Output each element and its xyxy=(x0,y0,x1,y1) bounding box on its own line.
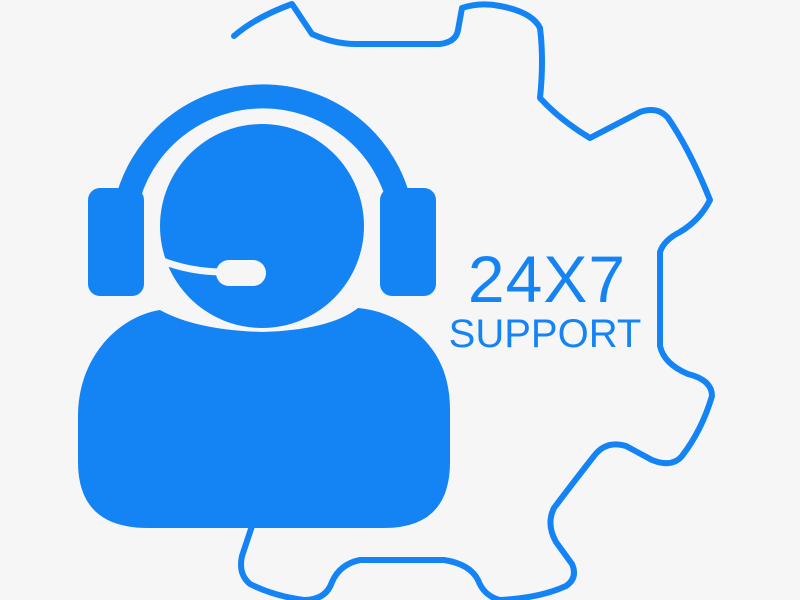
gear-icon xyxy=(231,1,715,600)
headset-left-earcup xyxy=(88,188,144,296)
customer-support-agent-icon xyxy=(78,124,450,528)
subline-label: SUPPORT xyxy=(448,312,642,356)
headline-label: 24X7 xyxy=(467,242,627,316)
agent-body xyxy=(78,308,450,528)
headset-band xyxy=(114,84,412,209)
headset-icon xyxy=(88,84,436,296)
agent-head xyxy=(160,124,364,328)
microphone-icon xyxy=(216,260,266,286)
headset-right-earcup xyxy=(380,188,436,296)
